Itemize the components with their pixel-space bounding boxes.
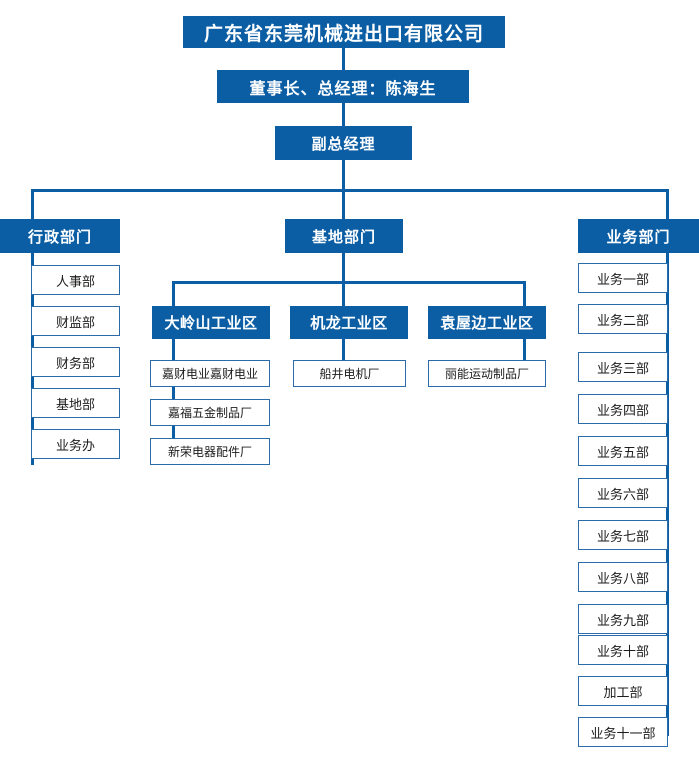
connector-main-bus [31, 189, 669, 192]
connector-zone-bus-to-zone-2 [523, 281, 526, 306]
node-admin-item-1[interactable]: 财监部 [31, 306, 120, 336]
node-zone-0-item-0[interactable]: 嘉财电业嘉财电业 [150, 360, 270, 387]
node-admin-item-2[interactable]: 财务部 [31, 347, 120, 377]
node-zone-1[interactable]: 机龙工业区 [290, 306, 408, 339]
connector-root-to-chairman [342, 48, 345, 70]
node-business-item-4[interactable]: 业务五部 [578, 436, 668, 466]
connector-zone-1-spine [342, 339, 345, 362]
node-admin-item-4[interactable]: 业务办 [31, 429, 120, 459]
connector-vice-gm-down [342, 160, 345, 191]
connector-bus-to-business [666, 189, 669, 219]
connector-bus-to-base [342, 189, 345, 219]
node-business-item-7[interactable]: 业务八部 [578, 562, 668, 592]
node-business-item-3[interactable]: 业务四部 [578, 394, 668, 424]
node-business-item-5[interactable]: 业务六部 [578, 478, 668, 508]
node-admin-item-3[interactable]: 基地部 [31, 388, 120, 418]
connector-zone-bus-to-zone-0 [172, 281, 175, 306]
node-business-item-1[interactable]: 业务二部 [578, 304, 668, 334]
node-zone-0[interactable]: 大岭山工业区 [152, 306, 270, 339]
node-admin-item-0[interactable]: 人事部 [31, 265, 120, 295]
node-chairman-gm[interactable]: 董事长、总经理：陈海生 [217, 70, 469, 103]
connector-base-down [342, 253, 345, 284]
connector-zone-bus-to-zone-1 [342, 281, 345, 306]
connector-zone-0-spine [172, 339, 175, 452]
node-zone-2-item-0[interactable]: 丽能运动制品厂 [428, 360, 546, 387]
node-zone-0-item-2[interactable]: 新荣电器配件厂 [150, 438, 270, 465]
node-business-item-11[interactable]: 业务十一部 [578, 717, 668, 747]
node-business-item-2[interactable]: 业务三部 [578, 352, 668, 382]
node-vice-gm[interactable]: 副总经理 [275, 126, 412, 160]
node-business-item-8[interactable]: 业务九部 [578, 604, 668, 634]
connector-bus-to-admin [31, 189, 34, 219]
connector-chairman-to-vice-gm [342, 103, 345, 126]
node-dept-base[interactable]: 基地部门 [285, 219, 403, 253]
node-business-item-0[interactable]: 业务一部 [578, 263, 668, 293]
node-root-company[interactable]: 广东省东莞机械进出口有限公司 [183, 16, 505, 48]
node-business-item-10[interactable]: 加工部 [578, 676, 668, 706]
node-zone-2[interactable]: 袁屋边工业区 [428, 306, 546, 339]
node-zone-0-item-1[interactable]: 嘉福五金制品厂 [150, 399, 270, 426]
node-zone-1-item-0[interactable]: 船井电机厂 [293, 360, 406, 387]
connector-base-zone-bus [172, 281, 526, 284]
node-business-item-6[interactable]: 业务七部 [578, 520, 668, 550]
node-business-item-9[interactable]: 业务十部 [578, 635, 668, 665]
node-dept-business[interactable]: 业务部门 [578, 219, 699, 253]
node-dept-admin[interactable]: 行政部门 [0, 219, 120, 253]
connector-zone-2-spine [523, 339, 526, 362]
